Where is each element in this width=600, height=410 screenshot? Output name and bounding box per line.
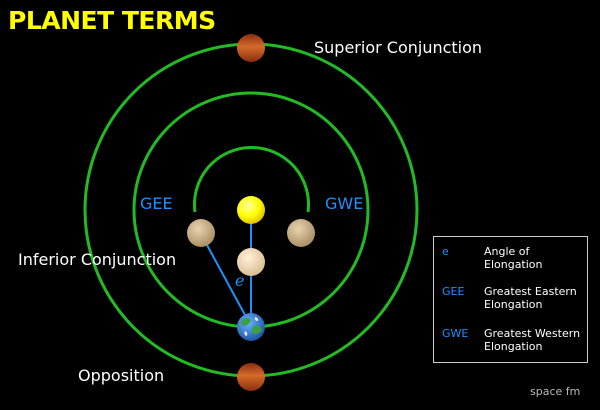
page-title: PLANET TERMS — [8, 6, 216, 35]
opposition-label: Opposition — [78, 366, 165, 385]
legend-box: e Angle of Elongation GEE Greatest Easte… — [433, 236, 588, 363]
superior-planet-opposition-icon — [237, 363, 265, 391]
inferior-planet-gwe-icon — [287, 219, 315, 247]
inferior-conjunction-label: Inferior Conjunction — [18, 250, 177, 269]
superior-conjunction-label: Superior Conjunction — [314, 38, 483, 57]
earth-icon — [237, 313, 265, 341]
legend-text: Greatest Western Elongation — [484, 327, 581, 353]
inferior-planet-orbit — [193, 146, 310, 213]
legend-key: e — [442, 245, 449, 258]
legend-text: Angle of Elongation — [484, 245, 543, 271]
elongation-line — [200, 233, 252, 327]
gee-label: GEE — [140, 194, 173, 213]
superior-planet-conjunction-icon — [237, 34, 265, 62]
legend-key: GWE — [442, 327, 469, 340]
angle-of-elongation-label: e — [235, 271, 245, 290]
legend-key: GEE — [442, 285, 465, 298]
space-fm-logo: space fm — [530, 385, 581, 398]
sun-icon — [237, 196, 265, 224]
legend-text: Greatest Eastern Elongation — [484, 285, 577, 311]
gwe-label: GWE — [325, 194, 364, 213]
inferior-planet-gee-icon — [187, 219, 215, 247]
inferior-planet-conjunction-icon — [237, 248, 265, 276]
